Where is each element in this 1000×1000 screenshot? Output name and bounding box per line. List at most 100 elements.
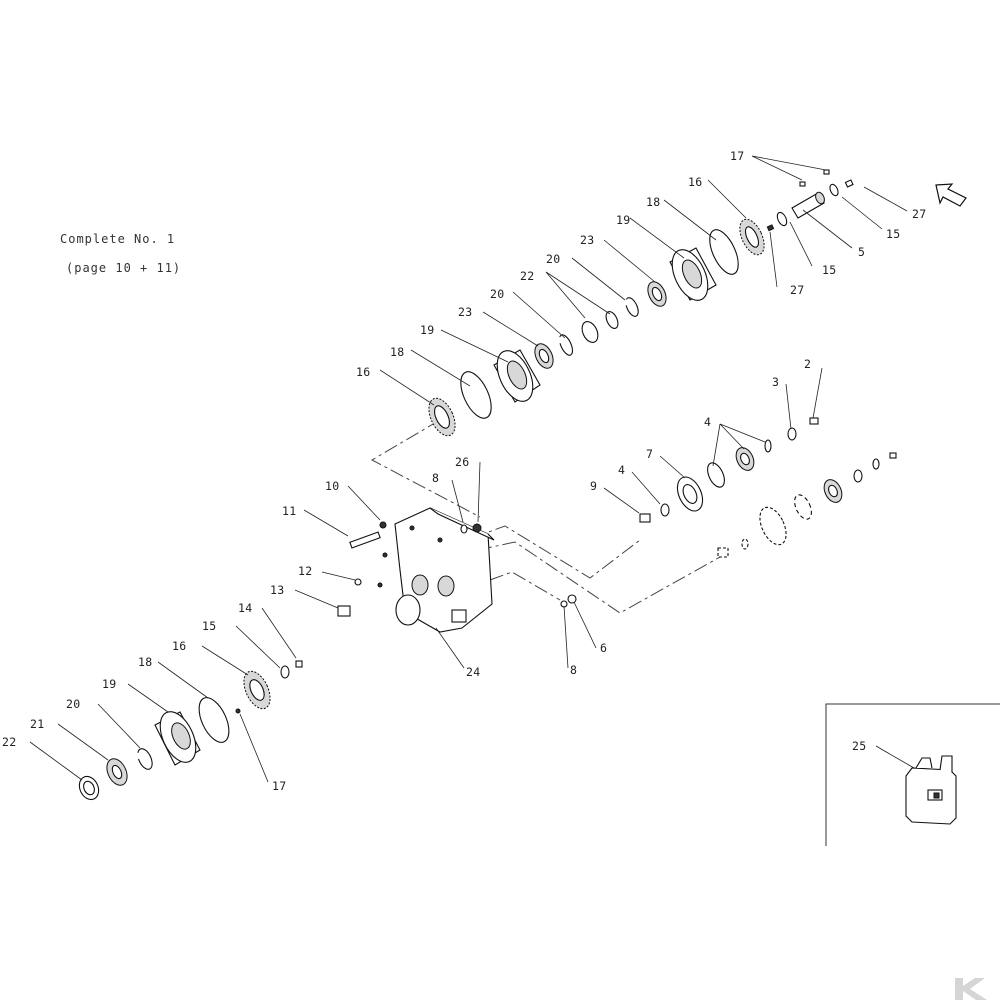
leader-lines [29, 155, 915, 783]
complete-number-note: Complete No. 1 [60, 232, 175, 246]
label-16-mid: 16 [356, 365, 370, 379]
label-27-right: 27 [912, 207, 926, 221]
label-20-top: 20 [546, 252, 560, 266]
fitting-parts-6-8 [560, 594, 577, 608]
seal-part-22 [78, 775, 100, 801]
label-17-left: 17 [272, 779, 286, 793]
label-23-mid: 23 [458, 305, 472, 319]
plug-part-17 [799, 181, 806, 187]
bolt-part-27 [844, 179, 854, 188]
seal-part-4 [764, 439, 772, 453]
bearing-part-23 [534, 343, 554, 369]
oil-canister-part-25 [905, 755, 957, 825]
lower-left-assembly [78, 660, 303, 801]
gear-part-16 [428, 397, 456, 437]
pin-part-17 [235, 708, 241, 714]
bearing-housing-part-19c [154, 711, 201, 766]
o-ring-part-4 [707, 462, 725, 488]
label-26: 26 [455, 455, 469, 469]
gear-part-16b [739, 218, 765, 256]
label-11: 11 [282, 504, 296, 518]
label-22-left: 22 [2, 735, 16, 749]
bolt-part-unlabeled [889, 452, 897, 459]
washer-part-15b [829, 183, 839, 197]
bearing-housing-part-19 [493, 349, 541, 403]
label-7: 7 [646, 447, 653, 461]
right-middle-assembly [639, 417, 897, 558]
label-3: 3 [772, 375, 779, 389]
bearing-housing-part-19b [669, 247, 717, 301]
label-18-mid: 18 [390, 345, 404, 359]
bushing-part-9 [639, 513, 651, 523]
circlip-part-20c [137, 748, 153, 770]
plug-part-17b [823, 169, 830, 175]
page-reference-note: (page 10 + 11) [66, 261, 181, 275]
washer-part-10 [379, 521, 387, 529]
label-8-lower: 8 [570, 663, 577, 677]
label-5: 5 [858, 245, 865, 259]
ring-part-22b [605, 311, 619, 329]
o-ring-part-18c [198, 697, 230, 743]
upper-shaft-assembly [428, 169, 854, 437]
assembly-centerlines [370, 419, 721, 614]
label-14: 14 [238, 601, 252, 615]
ring-part-4b [660, 503, 670, 517]
label-10: 10 [325, 479, 339, 493]
screw-part-2 [809, 417, 819, 425]
label-15-left: 15 [202, 619, 216, 633]
ring-part-unlabeled-b [741, 538, 749, 550]
washer-part-12 [354, 578, 362, 586]
washer-part-15c [280, 665, 290, 679]
label-21: 21 [30, 717, 44, 731]
bearing-part-23b [647, 281, 667, 307]
cover-part-unlabeled [759, 506, 787, 546]
cover-part-7 [676, 476, 704, 512]
label-16-top: 16 [688, 175, 702, 189]
label-9: 9 [590, 479, 597, 493]
pin-part-27 [766, 224, 775, 232]
label-23-top: 23 [580, 233, 594, 247]
label-19-left: 19 [102, 677, 116, 691]
plug-part-26 [472, 523, 482, 533]
bearing-part-21 [106, 758, 128, 786]
ring-part-22 [581, 321, 599, 343]
label-19-top: 19 [616, 213, 630, 227]
ring-part-unlabeled [853, 469, 863, 483]
sleeve-part-13 [337, 605, 351, 617]
label-15-lower: 15 [822, 263, 836, 277]
washer-part-15 [776, 211, 788, 227]
screw-part-14 [295, 660, 303, 668]
label-4-top: 4 [704, 415, 711, 429]
housing-fasteners [337, 521, 482, 617]
label-2: 2 [804, 357, 811, 371]
gear-part-16c [243, 670, 271, 710]
label-22-top: 22 [520, 269, 534, 283]
label-4-lower: 4 [618, 463, 625, 477]
label-6: 6 [600, 641, 607, 655]
o-ring-part-18b [709, 229, 739, 275]
circlip-part-20 [558, 334, 574, 356]
k-logo-icon [955, 978, 987, 1000]
label-13: 13 [270, 583, 284, 597]
label-27-lower: 27 [790, 283, 804, 297]
label-16-left: 16 [172, 639, 186, 653]
label-8-top: 8 [432, 471, 439, 485]
label-15-right: 15 [886, 227, 900, 241]
direction-arrow-icon [935, 183, 967, 207]
washer-part-unlabeled [872, 458, 880, 470]
o-ring-part-18 [460, 371, 492, 419]
label-18-left: 18 [138, 655, 152, 669]
bearing-part-unlabeled [823, 479, 843, 503]
washer-part-3 [787, 427, 797, 441]
label-24: 24 [466, 665, 480, 679]
part-number-labels: 17 16 18 19 23 20 22 20 23 19 18 16 27 1… [2, 149, 926, 793]
label-12: 12 [298, 564, 312, 578]
label-20-mid: 20 [490, 287, 504, 301]
label-20-left: 20 [66, 697, 80, 711]
bushing-part-unlabeled [717, 547, 729, 558]
label-17-top: 17 [730, 149, 744, 163]
oil-container-inset [825, 703, 1000, 846]
plug-part-8 [460, 524, 468, 534]
label-19-mid: 19 [420, 323, 434, 337]
bearing-part-4 [735, 447, 755, 471]
